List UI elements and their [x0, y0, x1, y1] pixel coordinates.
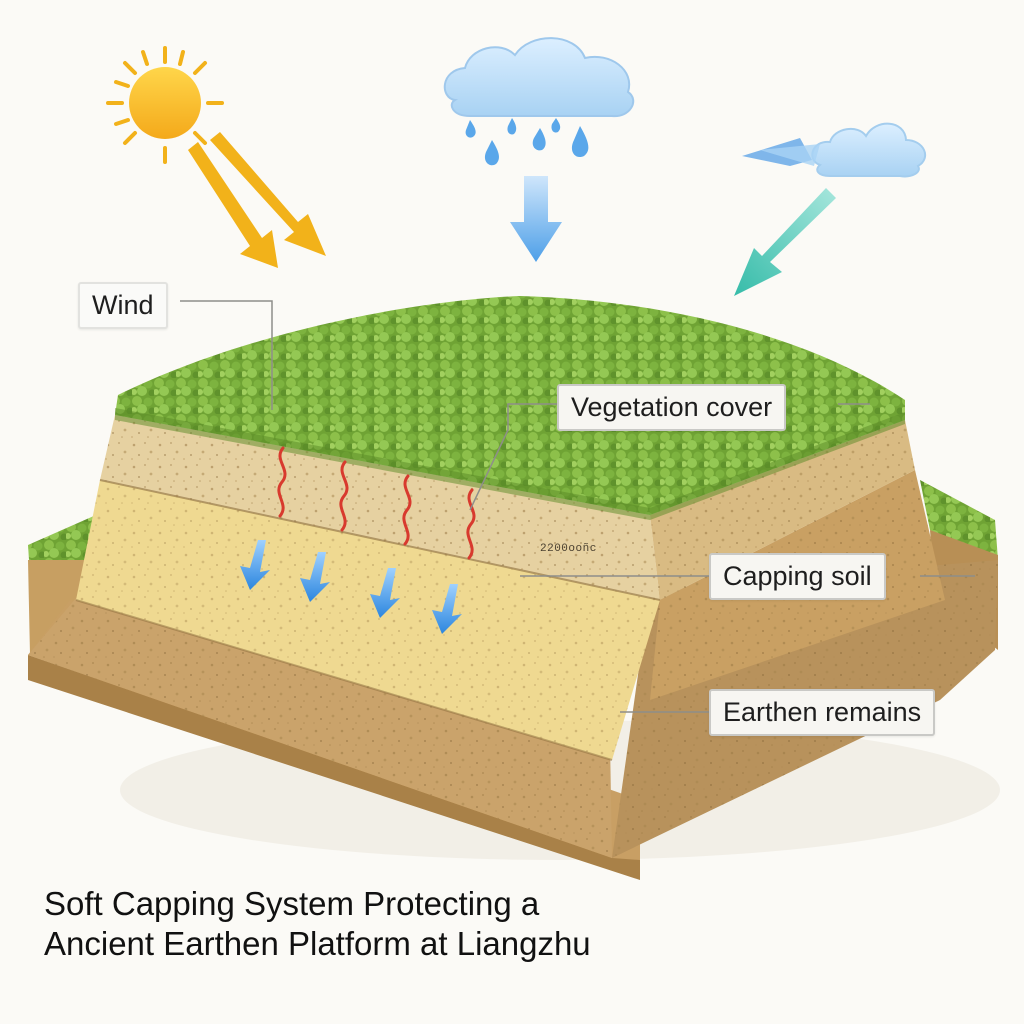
diagram-title: Soft Capping System Protecting a Ancient… — [44, 884, 591, 964]
capping-soil-label: Capping soil — [709, 553, 886, 600]
heat-wave-lines — [277, 446, 476, 560]
leader-lines — [180, 300, 975, 713]
rain-arrow — [510, 176, 562, 262]
infiltration-arrows — [240, 540, 462, 634]
earthen-remains-label: Earthen remains — [709, 689, 936, 736]
rain-cloud-icon — [443, 37, 635, 166]
vegetation-cover-top — [115, 296, 905, 520]
wind-arrow — [734, 188, 836, 296]
title-line-1: Soft Capping System Protecting a — [44, 885, 540, 922]
earthen-remains-layer — [28, 560, 998, 880]
title-line-2: Ancient Earthen Platform at Liangzhu — [44, 925, 591, 962]
layer-annotation: 2200ooñc — [540, 543, 597, 555]
sunlight-arrows — [188, 132, 326, 268]
wind-label: Wind — [78, 282, 168, 329]
vegetation-cover-label: Vegetation cover — [557, 384, 787, 431]
wind-cloud-icon — [742, 122, 927, 178]
sun-icon — [106, 46, 224, 164]
